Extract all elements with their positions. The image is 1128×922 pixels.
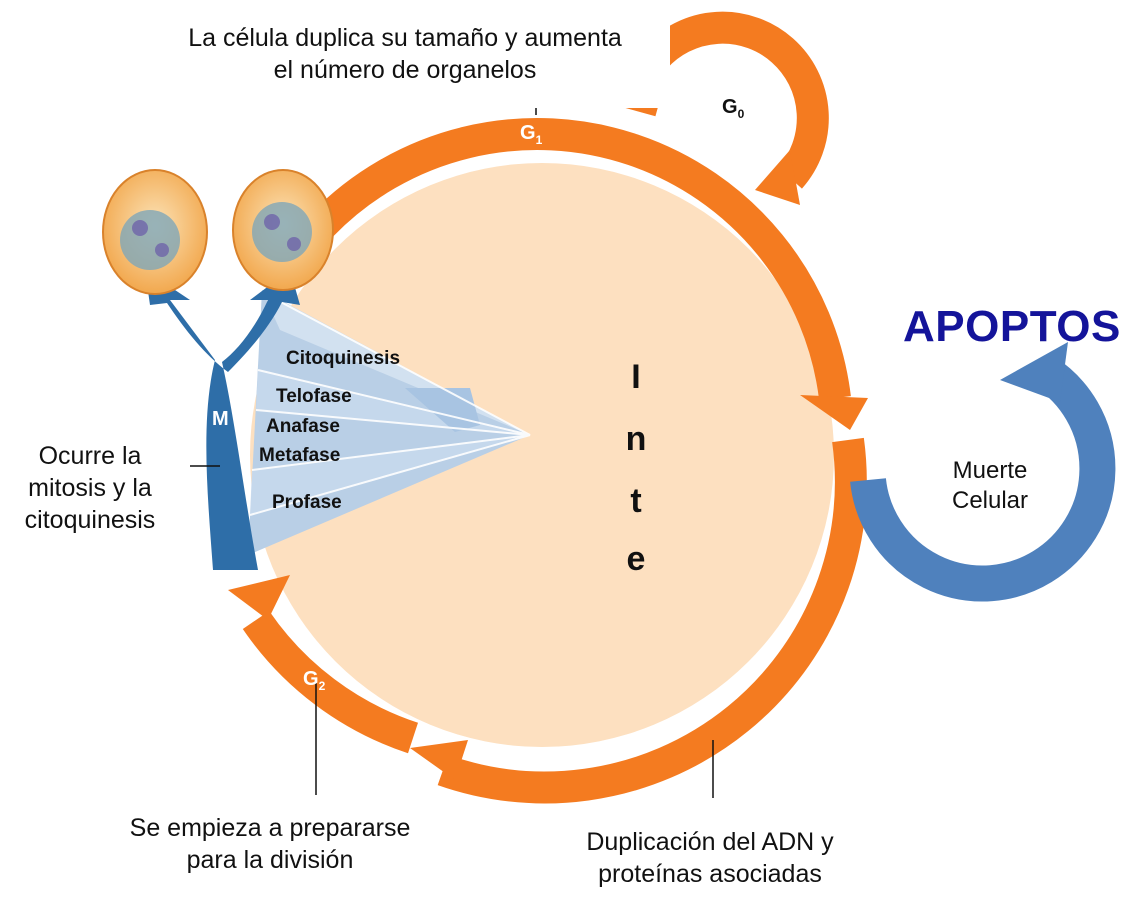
apoptosis-label: Muerte Celular xyxy=(920,456,1060,516)
g1-label: G1 xyxy=(520,122,543,147)
stage-telofase: Telofase xyxy=(276,386,352,407)
stage-anafase: Anafase xyxy=(266,416,340,437)
interphase-disk xyxy=(250,163,834,747)
m-label: M xyxy=(212,408,229,430)
g1-arc xyxy=(310,118,851,400)
g2-annotation: Se empieza a prepararse para la división xyxy=(80,812,460,876)
apoptosis-label-line2: Celular xyxy=(951,487,1029,514)
m-annotation-line2: mitosis y la xyxy=(28,474,152,502)
g2-annotation-line2: para la división xyxy=(186,846,354,874)
top-note-box xyxy=(140,0,670,108)
s-arc xyxy=(437,437,867,804)
interphase-letter-3: t xyxy=(630,482,642,520)
interphase-letter-2: n xyxy=(625,420,647,458)
g2-label: G2 xyxy=(303,668,326,693)
g1-annotation-line1: La célula duplica su tamaño y aumenta xyxy=(188,24,622,52)
stage-metafase: Metafase xyxy=(259,445,341,466)
interphase-letter-1: I xyxy=(631,358,641,396)
apoptosis-title: APOPTOS xyxy=(903,302,1121,351)
g1-arrowhead xyxy=(800,395,868,430)
g2-arc xyxy=(242,610,419,754)
m-annotation: Ocurre la mitosis y la citoquinesis xyxy=(0,440,180,536)
daughter-cell-left xyxy=(102,169,208,295)
s-label: S xyxy=(697,702,711,724)
g0-arc xyxy=(624,11,829,189)
s-annotation-line1: Duplicación del ADN y xyxy=(586,828,834,856)
g2-arrowhead xyxy=(228,575,290,620)
stage-profase: Profase xyxy=(272,492,342,513)
cycle-arrows xyxy=(242,11,867,804)
apoptosis-arrow xyxy=(850,342,1116,602)
apoptosis-label-line1: Muerte xyxy=(952,457,1028,484)
m-annotation-line3: citoquinesis xyxy=(24,506,156,534)
m-annotation-line1: Ocurre la xyxy=(38,442,142,470)
cycle-arrowheads xyxy=(228,150,868,780)
s-arrowhead xyxy=(410,740,468,780)
g1-annotation: La célula duplica su tamaño y aumenta el… xyxy=(130,22,680,86)
stage-citoquinesis: Citoquinesis xyxy=(286,348,401,369)
daughter-cell-right xyxy=(232,169,334,291)
mitosis-wedge xyxy=(248,290,531,555)
g0-label: G0 xyxy=(722,96,745,121)
s-annotation-line2: proteínas asociadas xyxy=(598,860,822,888)
interphase-letter-4: e xyxy=(626,540,646,578)
g2-annotation-line1: Se empieza a prepararse xyxy=(129,814,411,842)
mitosis-arrow xyxy=(145,270,300,570)
g0-arrowhead xyxy=(755,150,800,205)
g1-annotation-line2: el número de organelos xyxy=(273,56,537,84)
s-annotation: Duplicación del ADN y proteínas asociada… xyxy=(520,826,900,890)
